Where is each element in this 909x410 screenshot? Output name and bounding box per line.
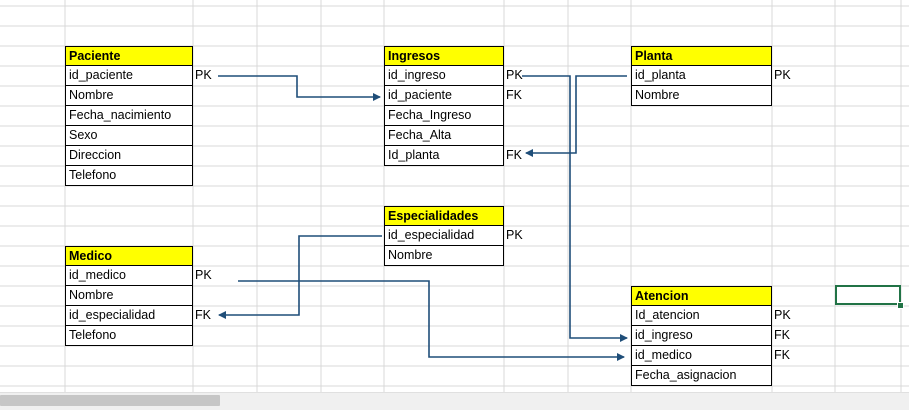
key-label[interactable]: FK: [774, 348, 790, 362]
field-cell[interactable]: id_planta: [631, 66, 772, 86]
field-cell[interactable]: id_ingreso: [631, 326, 772, 346]
field-cell[interactable]: id_especialidad: [384, 226, 504, 246]
field-cell[interactable]: Id_planta: [384, 146, 504, 166]
field-cell[interactable]: Sexo: [65, 126, 193, 146]
field-cell[interactable]: Fecha_nacimiento: [65, 106, 193, 126]
field-cell[interactable]: Fecha_Ingreso: [384, 106, 504, 126]
table-title[interactable]: Especialidades: [384, 206, 504, 226]
key-label[interactable]: PK: [506, 68, 523, 82]
key-label[interactable]: PK: [774, 308, 791, 322]
field-cell[interactable]: Direccion: [65, 146, 193, 166]
field-cell[interactable]: Fecha_Alta: [384, 126, 504, 146]
field-cell[interactable]: Nombre: [65, 86, 193, 106]
field-cell[interactable]: Telefono: [65, 326, 193, 346]
scrollbar-thumb[interactable]: [0, 395, 220, 406]
key-label[interactable]: FK: [195, 308, 211, 322]
field-cell[interactable]: Id_atencion: [631, 306, 772, 326]
key-label[interactable]: FK: [774, 328, 790, 342]
table-title[interactable]: Medico: [65, 246, 193, 266]
field-cell[interactable]: Fecha_asignacion: [631, 366, 772, 386]
table-title[interactable]: Atencion: [631, 286, 772, 306]
key-label[interactable]: FK: [506, 148, 522, 162]
key-label[interactable]: PK: [195, 268, 212, 282]
key-label[interactable]: PK: [774, 68, 791, 82]
field-cell[interactable]: id_especialidad: [65, 306, 193, 326]
field-cell[interactable]: Telefono: [65, 166, 193, 186]
key-label[interactable]: PK: [506, 228, 523, 242]
table-title[interactable]: Planta: [631, 46, 772, 66]
horizontal-scrollbar[interactable]: [0, 392, 909, 410]
fill-handle[interactable]: [897, 302, 904, 309]
field-cell[interactable]: Nombre: [384, 246, 504, 266]
field-cell[interactable]: Nombre: [631, 86, 772, 106]
table-title[interactable]: Ingresos: [384, 46, 504, 66]
field-cell[interactable]: id_paciente: [384, 86, 504, 106]
key-label[interactable]: PK: [195, 68, 212, 82]
field-cell[interactable]: id_medico: [65, 266, 193, 286]
field-cell[interactable]: id_ingreso: [384, 66, 504, 86]
table-title[interactable]: Paciente: [65, 46, 193, 66]
key-label[interactable]: FK: [506, 88, 522, 102]
field-cell[interactable]: id_paciente: [65, 66, 193, 86]
field-cell[interactable]: id_medico: [631, 346, 772, 366]
field-cell[interactable]: Nombre: [65, 286, 193, 306]
selected-cell[interactable]: [835, 285, 901, 305]
